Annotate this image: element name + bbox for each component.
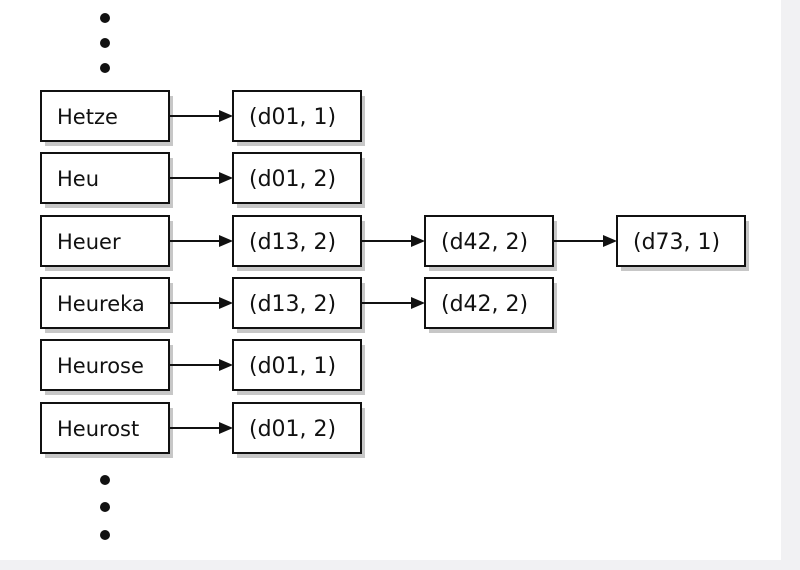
term-box-label: Hetze bbox=[57, 105, 118, 129]
pointer-arrow bbox=[553, 235, 617, 247]
page-edge-bottom bbox=[0, 560, 800, 570]
posting-box-label: (d01, 2) bbox=[249, 167, 336, 192]
term-box: Heurost bbox=[40, 402, 173, 458]
term-box-frame bbox=[40, 277, 170, 329]
posting-box: (d13, 2) bbox=[232, 277, 365, 333]
ellipsis-dot bbox=[100, 13, 110, 23]
term-box: Heureka bbox=[40, 277, 173, 333]
index-row: Hetze (d01, 1) bbox=[40, 90, 365, 146]
ellipsis-dot bbox=[100, 475, 110, 485]
posting-box: (d73, 1) bbox=[616, 215, 749, 271]
term-box-frame bbox=[40, 90, 170, 142]
posting-box-frame bbox=[232, 152, 362, 204]
index-rows: Hetze (d01, 1) Heu (d01, 2) Heuer (d13, 2) (d4… bbox=[40, 90, 749, 458]
term-box: Heurose bbox=[40, 339, 173, 395]
page-edge-right bbox=[781, 0, 800, 570]
posting-box-label: (d13, 2) bbox=[249, 292, 336, 317]
posting-box-frame bbox=[616, 215, 746, 267]
term-box-label: Heurose bbox=[57, 354, 144, 378]
index-row: Heurost (d01, 2) bbox=[40, 402, 365, 458]
posting-box-frame bbox=[232, 215, 362, 267]
posting-box-label: (d42, 2) bbox=[441, 292, 528, 317]
index-row: Heureka (d13, 2) (d42, 2) bbox=[40, 277, 557, 333]
posting-box-label: (d42, 2) bbox=[441, 230, 528, 255]
pointer-arrow bbox=[169, 359, 233, 371]
posting-box-label: (d73, 1) bbox=[633, 230, 720, 255]
pointer-arrow bbox=[169, 110, 233, 122]
term-box: Heu bbox=[40, 152, 173, 208]
posting-box: (d42, 2) bbox=[424, 277, 557, 333]
posting-box-frame bbox=[232, 90, 362, 142]
index-row: Heu (d01, 2) bbox=[40, 152, 365, 208]
posting-box-label: (d01, 1) bbox=[249, 105, 336, 130]
posting-box: (d13, 2) bbox=[232, 215, 365, 271]
ellipsis-dot bbox=[100, 63, 110, 73]
ellipsis-top-dots bbox=[100, 13, 110, 73]
term-box: Hetze bbox=[40, 90, 173, 146]
posting-box-label: (d13, 2) bbox=[249, 230, 336, 255]
index-row: Heurose (d01, 1) bbox=[40, 339, 365, 395]
term-box-label: Heuer bbox=[57, 230, 121, 254]
pointer-arrow bbox=[169, 235, 233, 247]
posting-box-frame bbox=[424, 277, 554, 329]
posting-box: (d42, 2) bbox=[424, 215, 557, 271]
term-box-label: Heureka bbox=[57, 292, 145, 316]
pointer-arrow bbox=[361, 235, 425, 247]
pointer-arrow bbox=[169, 422, 233, 434]
term-box-frame bbox=[40, 152, 170, 204]
ellipsis-bottom-dots bbox=[100, 475, 110, 540]
posting-box: (d01, 2) bbox=[232, 152, 365, 208]
ellipsis-dot bbox=[100, 502, 110, 512]
posting-box-frame bbox=[232, 277, 362, 329]
pointer-arrow bbox=[169, 297, 233, 309]
posting-box: (d01, 1) bbox=[232, 90, 365, 146]
posting-box: (d01, 2) bbox=[232, 402, 365, 458]
posting-box-label: (d01, 2) bbox=[249, 417, 336, 442]
pointer-arrow bbox=[361, 297, 425, 309]
term-box-label: Heurost bbox=[57, 417, 139, 441]
posting-box-frame bbox=[424, 215, 554, 267]
pointer-arrow bbox=[169, 172, 233, 184]
term-box-label: Heu bbox=[57, 167, 99, 191]
term-box-frame bbox=[40, 215, 170, 267]
term-box: Heuer bbox=[40, 215, 173, 271]
posting-box-frame bbox=[232, 402, 362, 454]
posting-box-label: (d01, 1) bbox=[249, 354, 336, 379]
posting-box: (d01, 1) bbox=[232, 339, 365, 395]
ellipsis-dot bbox=[100, 530, 110, 540]
posting-box-frame bbox=[232, 339, 362, 391]
ellipsis-dot bbox=[100, 38, 110, 48]
index-row: Heuer (d13, 2) (d42, 2) (d73, 1) bbox=[40, 215, 749, 271]
